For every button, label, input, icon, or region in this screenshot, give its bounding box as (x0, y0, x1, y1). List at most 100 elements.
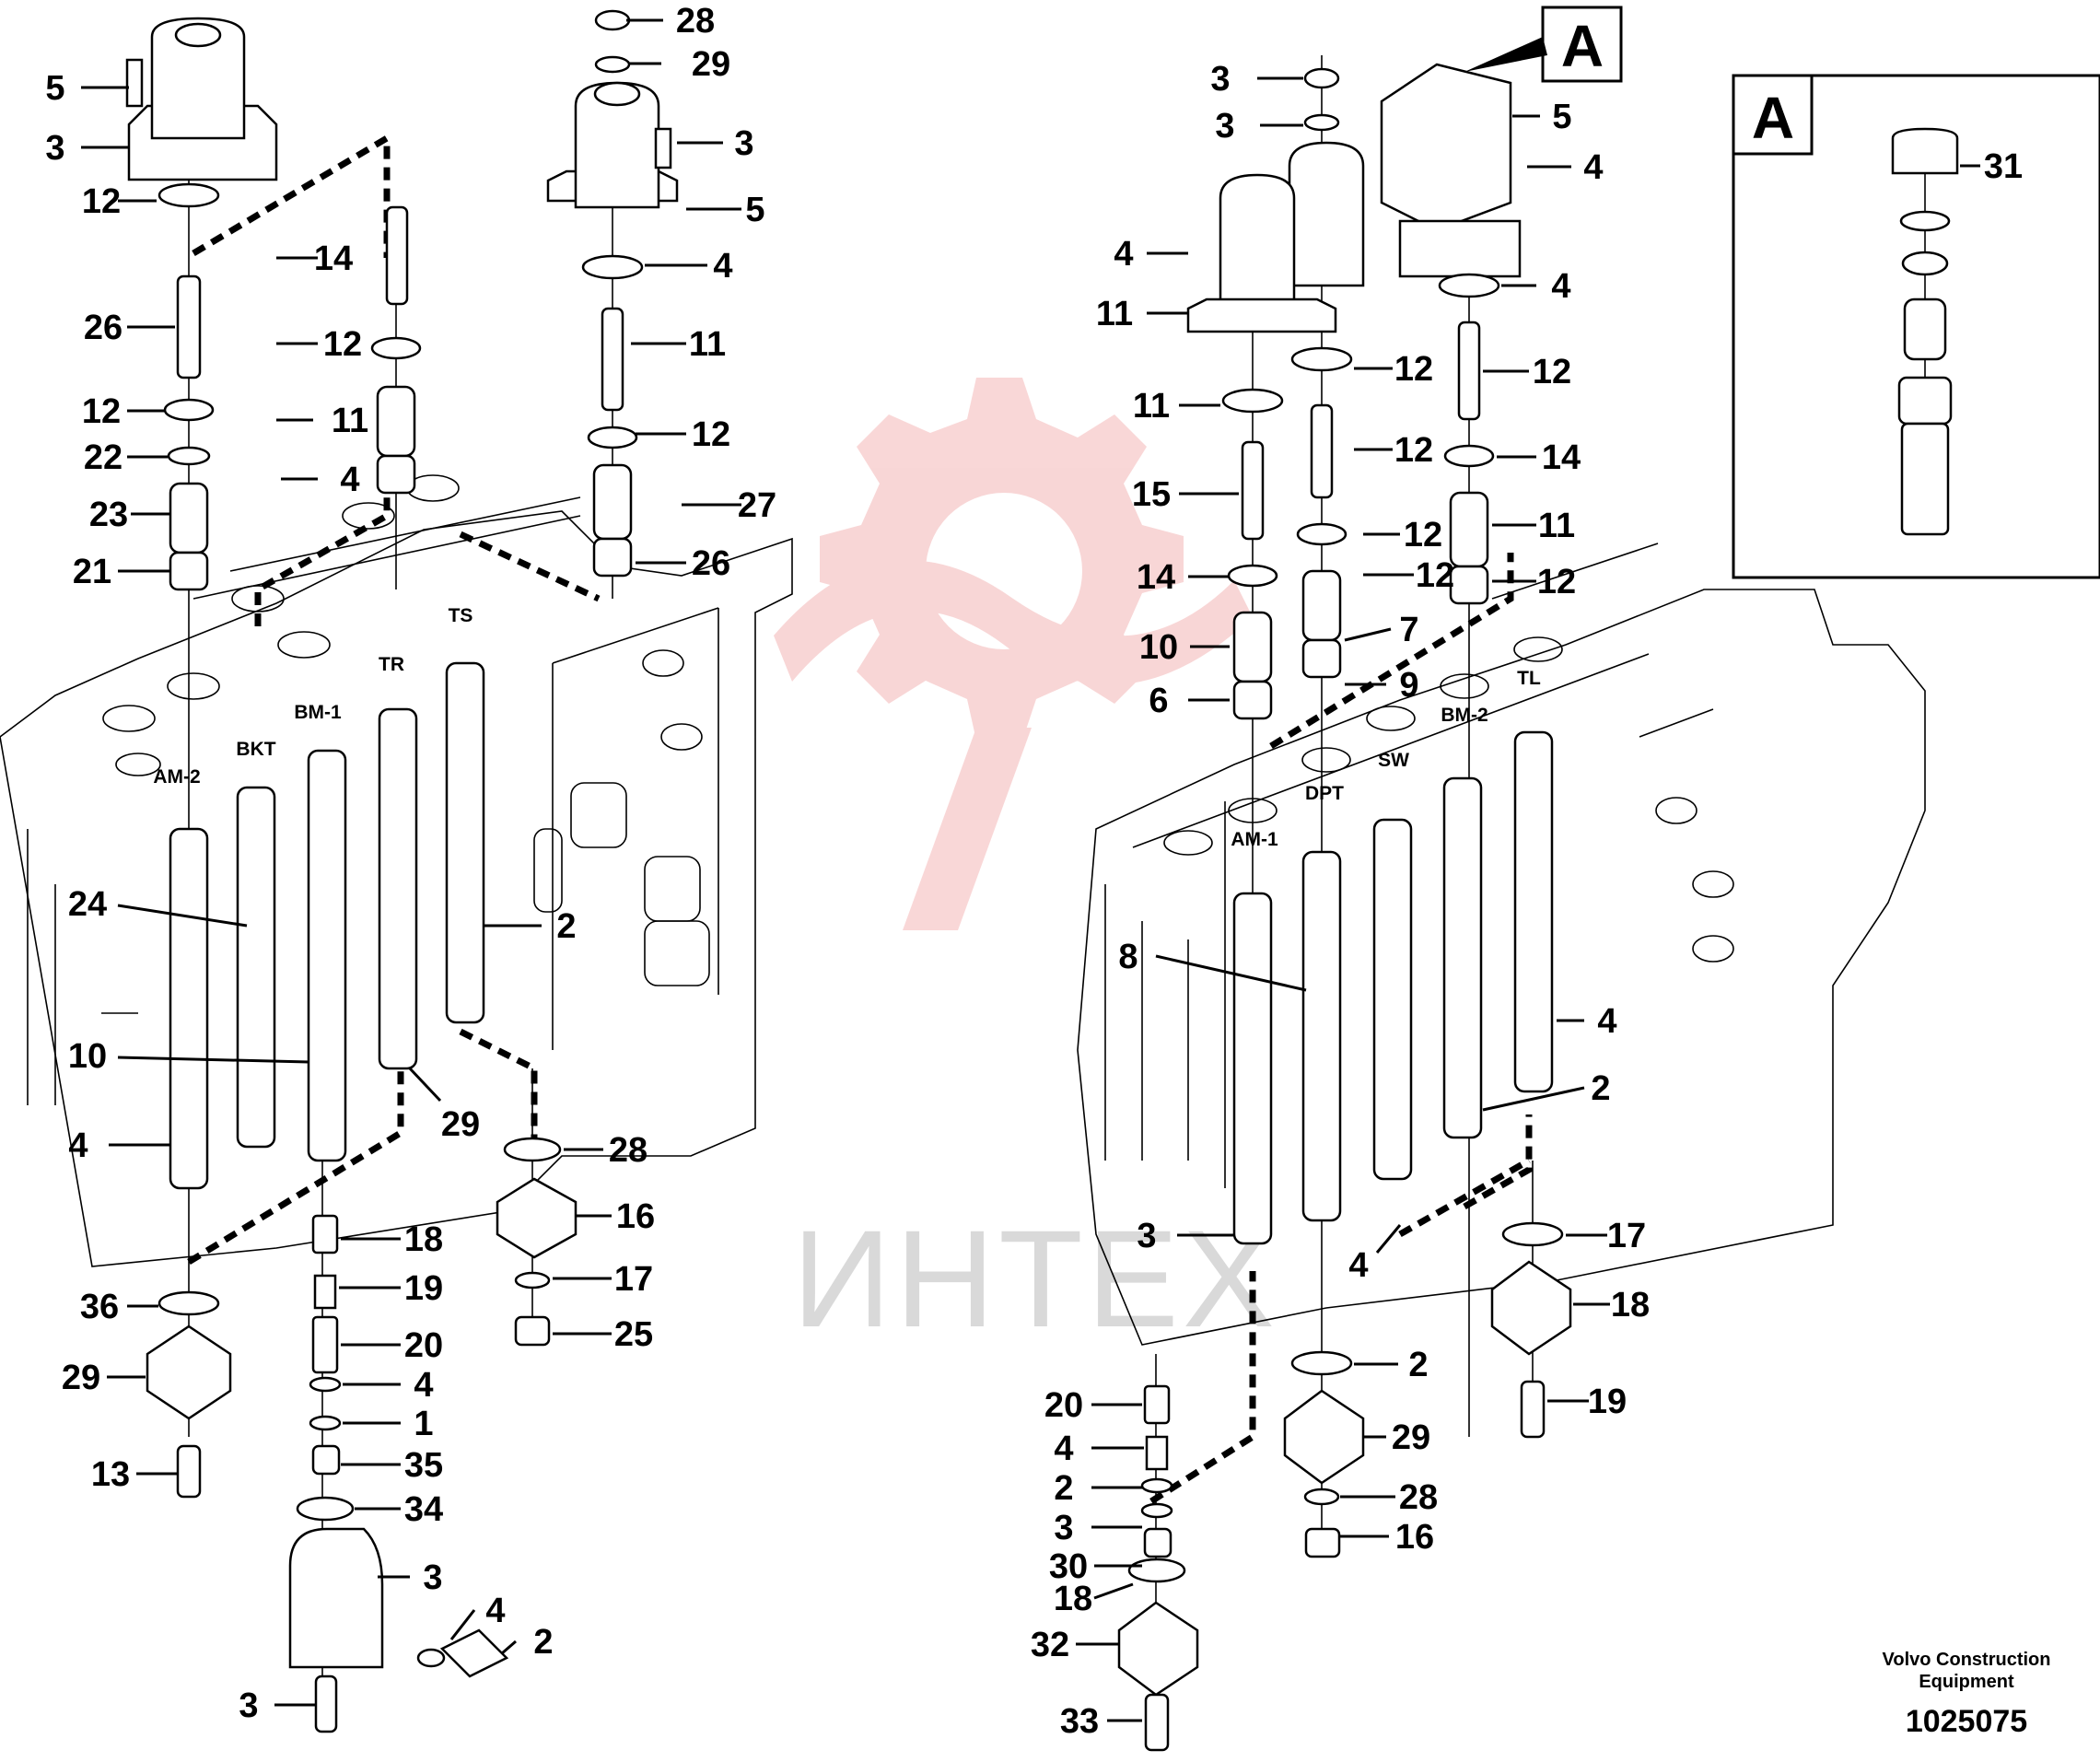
callout-number: 1 (414, 1405, 433, 1443)
left-valve-housing (0, 474, 793, 1267)
callout-number: 2 (533, 1623, 553, 1662)
callout-number: 5 (745, 191, 764, 229)
callout-leader-line (1093, 1582, 1134, 1600)
callout-number: 11 (689, 325, 726, 364)
callout-number: 10 (1139, 628, 1178, 667)
callout-leader-line (117, 1056, 309, 1064)
callout-number: 16 (616, 1197, 655, 1236)
callout-number: 28 (609, 1131, 648, 1170)
callout-number: 3 (734, 124, 753, 163)
callout-number: 4 (1054, 1429, 1073, 1468)
callout-number: 17 (614, 1260, 653, 1299)
callout-number: 4 (414, 1366, 433, 1405)
callout-number: 2 (1054, 1469, 1073, 1508)
callout-leader-line (1155, 954, 1307, 992)
callout-number: 14 (1137, 558, 1175, 597)
right-valve-housing (1077, 543, 1926, 1346)
port-label: BM-1 (294, 702, 342, 723)
callout-number: 11 (1133, 387, 1170, 426)
port-label: DPT (1305, 783, 1344, 804)
callout-number: 12 (1404, 516, 1442, 554)
callout-number: 2 (1408, 1346, 1428, 1384)
callout-number: 13 (91, 1455, 130, 1494)
footer-drawing-number: 1025075 (1906, 1704, 2027, 1739)
callout-number: 12 (1394, 350, 1433, 389)
callout-leaders (81, 18, 1980, 1722)
callout-number: 4 (1583, 148, 1603, 187)
footer-company-line1: Volvo Construction (1883, 1650, 2051, 1670)
callout-number: 20 (1044, 1386, 1083, 1425)
callout-number: 19 (1588, 1383, 1627, 1421)
callout-number: 20 (404, 1326, 443, 1365)
callout-number: 29 (692, 45, 730, 84)
callout-number: 15 (1132, 475, 1171, 514)
callout-number: 28 (676, 2, 715, 41)
port-label: AM-1 (1231, 829, 1278, 850)
callout-number: 10 (68, 1037, 107, 1076)
detail-a-inset: A (1732, 74, 2100, 579)
port-label: SW (1378, 750, 1409, 771)
callout-number: 14 (1542, 438, 1581, 477)
callout-number: 12 (692, 415, 730, 454)
callout-leader-line (501, 1639, 517, 1655)
footer-company-line2: Equipment (1919, 1672, 2014, 1692)
callout-number: 29 (62, 1359, 100, 1397)
callout-number: 25 (614, 1315, 653, 1354)
watermark-logo (774, 378, 1253, 930)
callout-leader-line (449, 1609, 476, 1640)
callout-number: 23 (89, 496, 128, 534)
callout-number: 28 (1399, 1478, 1438, 1517)
callout-number: 12 (82, 392, 121, 431)
callout-number: 14 (314, 239, 353, 278)
callout-number: 29 (441, 1105, 480, 1144)
callout-number: 17 (1607, 1217, 1646, 1255)
callout-number: 32 (1031, 1626, 1069, 1664)
callout-number: 4 (340, 461, 359, 499)
callout-number: 19 (404, 1269, 443, 1308)
callout-number: 3 (1210, 60, 1230, 99)
callout-number: 18 (1054, 1580, 1092, 1618)
callout-number: 3 (1215, 107, 1234, 146)
callout-number: 12 (82, 182, 121, 221)
callout-number: 5 (45, 69, 64, 108)
callout-number: 30 (1049, 1547, 1088, 1586)
callout-number: 26 (84, 309, 122, 347)
detail-a-inset-label: A (1752, 85, 1794, 151)
callout-number: 4 (1348, 1246, 1368, 1285)
port-label: TS (449, 605, 473, 626)
callout-number: 11 (1538, 507, 1575, 545)
callout-number: 11 (1096, 295, 1133, 333)
callout-number: 29 (1392, 1418, 1430, 1457)
callout-number: 26 (692, 544, 730, 583)
callout-number: 4 (1114, 235, 1133, 274)
callout-number: 11 (332, 402, 368, 440)
port-label: BM-2 (1441, 705, 1488, 726)
callout-number: 3 (1054, 1509, 1073, 1547)
callout-number: 8 (1118, 938, 1138, 976)
callout-number: 4 (713, 247, 732, 286)
callout-number: 3 (423, 1558, 442, 1597)
callout-number: 18 (1611, 1286, 1650, 1324)
callout-leader-line (117, 904, 248, 928)
callout-number: 36 (80, 1288, 119, 1326)
callout-number: 5 (1552, 98, 1571, 136)
callout-leader-line (1482, 1086, 1585, 1112)
callout-number: 35 (404, 1446, 443, 1485)
callout-number: 2 (1591, 1069, 1610, 1108)
callout-number: 2 (556, 907, 576, 946)
callout-number: 12 (323, 325, 362, 364)
callout-number: 12 (1537, 563, 1576, 601)
detail-a-marker-label: A (1561, 13, 1604, 79)
callout-number: 4 (1597, 1002, 1616, 1041)
callout-number: 4 (485, 1592, 505, 1630)
port-label: AM-2 (153, 766, 200, 788)
callout-number: 16 (1395, 1518, 1434, 1557)
callout-leader-line (408, 1067, 442, 1103)
callout-number: 4 (1551, 267, 1570, 306)
callout-number: 6 (1149, 682, 1168, 720)
callout-number: 18 (404, 1220, 443, 1259)
callout-numbers: 2829354111227261412114531226122223212410… (45, 2, 2023, 1741)
callout-leader-line (1375, 1224, 1402, 1254)
callout-number: 3 (239, 1686, 258, 1725)
callout-number: 27 (738, 486, 776, 525)
